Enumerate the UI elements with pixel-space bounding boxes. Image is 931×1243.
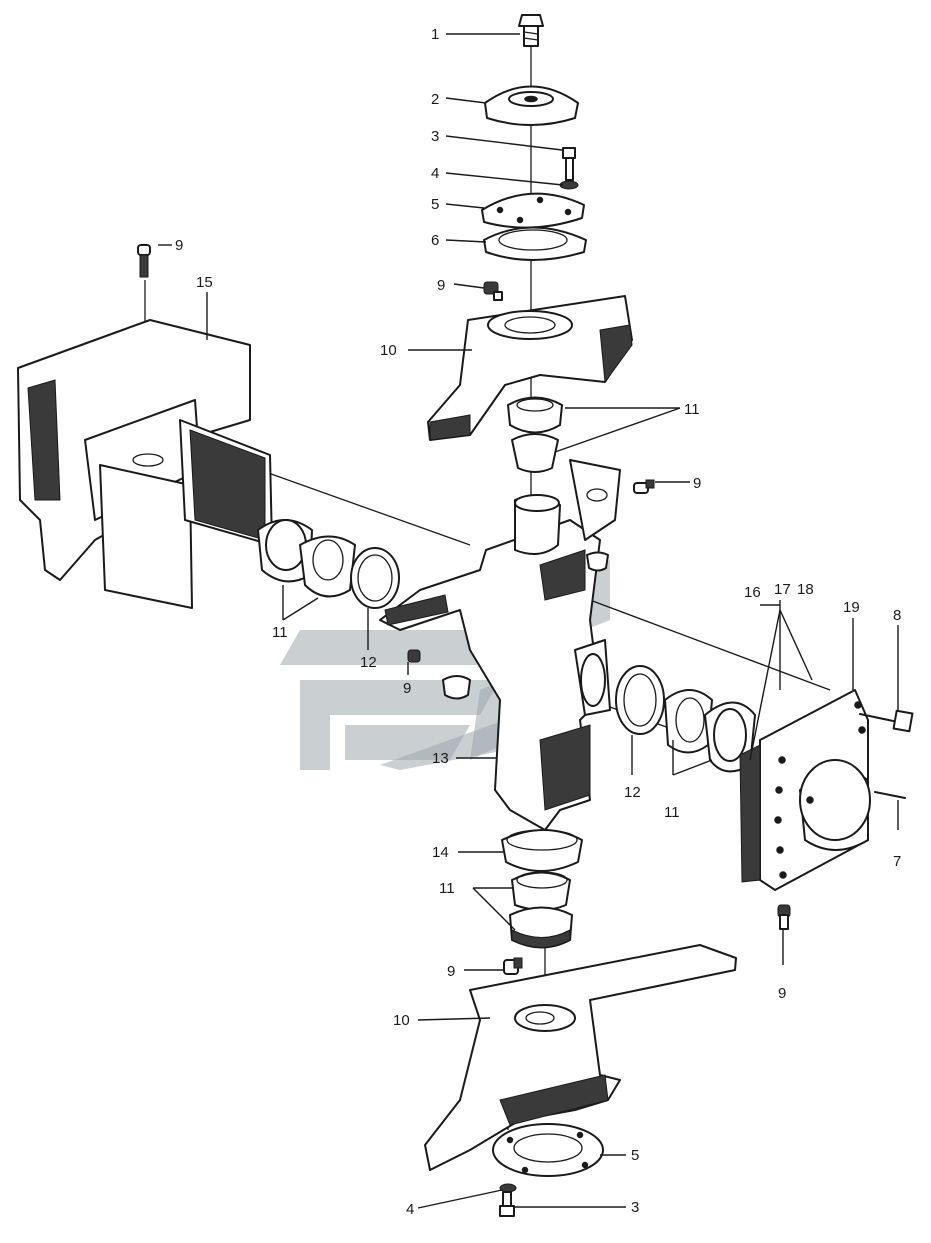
callout-17: 17 (774, 581, 791, 598)
plate-5-top (481, 192, 585, 229)
grease-fitting-9-top (483, 281, 503, 301)
callout-9-top: 9 (437, 277, 445, 294)
grease-fitting-9-mid (407, 649, 421, 663)
bolt-3-bottom (499, 1191, 515, 1217)
washer-4-bottom (499, 1183, 517, 1193)
bolt-1 (518, 14, 544, 47)
callout-9-mid: 9 (403, 680, 411, 697)
callout-3-top: 3 (431, 128, 439, 145)
bolt-3-top (562, 147, 576, 181)
flange-plate-19 (739, 689, 871, 891)
bearing-11-bottom-b (509, 906, 573, 949)
leader-lines (158, 33, 899, 1209)
cap-2 (484, 85, 579, 126)
pin-7 (874, 791, 906, 799)
seal-12-right (615, 665, 665, 735)
callout-3-bottom: 3 (631, 1199, 639, 1216)
callout-14: 14 (432, 844, 449, 861)
callout-12-right: 12 (624, 784, 641, 801)
callout-numbers: 1 2 3 4 5 6 9 10 11 9 15 11 12 9 9 16 17… (175, 26, 901, 1218)
ring-14 (501, 829, 583, 872)
grease-fitting-9-left (137, 244, 151, 278)
axle-bracket-15 (17, 319, 273, 609)
callout-1: 1 (431, 26, 439, 43)
callout-16: 16 (744, 584, 761, 601)
callout-11-top: 11 (684, 401, 700, 418)
callout-7: 7 (893, 853, 901, 870)
callout-6: 6 (431, 232, 439, 249)
callout-8: 8 (893, 607, 901, 624)
grease-fitting-9-bottom-right (777, 904, 791, 930)
grease-fitting-9-bottom (503, 957, 523, 975)
bushing-right-upper (586, 551, 609, 572)
seal-12-left (350, 547, 400, 609)
callout-10-top: 10 (380, 342, 397, 359)
callout-13: 13 (432, 750, 449, 767)
callout-9-bottom-right: 9 (778, 985, 786, 1002)
knuckle-13 (379, 459, 621, 831)
callout-9-bottom: 9 (447, 963, 455, 980)
bearing-11-left-b (299, 535, 356, 598)
callout-12-left: 12 (360, 654, 377, 671)
callout-5-bottom: 5 (631, 1147, 639, 1164)
callout-19: 19 (843, 599, 860, 616)
callout-2: 2 (431, 91, 439, 108)
callout-4-bottom: 4 (406, 1201, 414, 1218)
bearing-11-bottom-a (511, 871, 571, 911)
bearing-11-left-a (257, 519, 313, 583)
steering-arm-10-top (427, 295, 633, 441)
grease-fitting-9-right (633, 479, 655, 494)
callout-18: 18 (797, 581, 814, 598)
bushing-left-lower (442, 675, 471, 700)
bolt-8 (859, 709, 914, 733)
gasket-6 (483, 226, 587, 261)
callout-5-top: 5 (431, 196, 439, 213)
callout-11-right: 11 (664, 804, 680, 821)
steering-arm-10-bottom (424, 944, 737, 1171)
callout-11-bottom: 11 (439, 880, 455, 897)
bearing-11-top (507, 396, 563, 473)
callout-9-left: 9 (175, 237, 183, 254)
callout-11-left: 11 (272, 624, 288, 641)
plate-5-bottom (492, 1123, 604, 1177)
callout-4-top: 4 (431, 165, 439, 182)
callout-15: 15 (196, 274, 213, 291)
callout-10-bottom: 10 (393, 1012, 410, 1029)
callout-9-right: 9 (693, 475, 701, 492)
